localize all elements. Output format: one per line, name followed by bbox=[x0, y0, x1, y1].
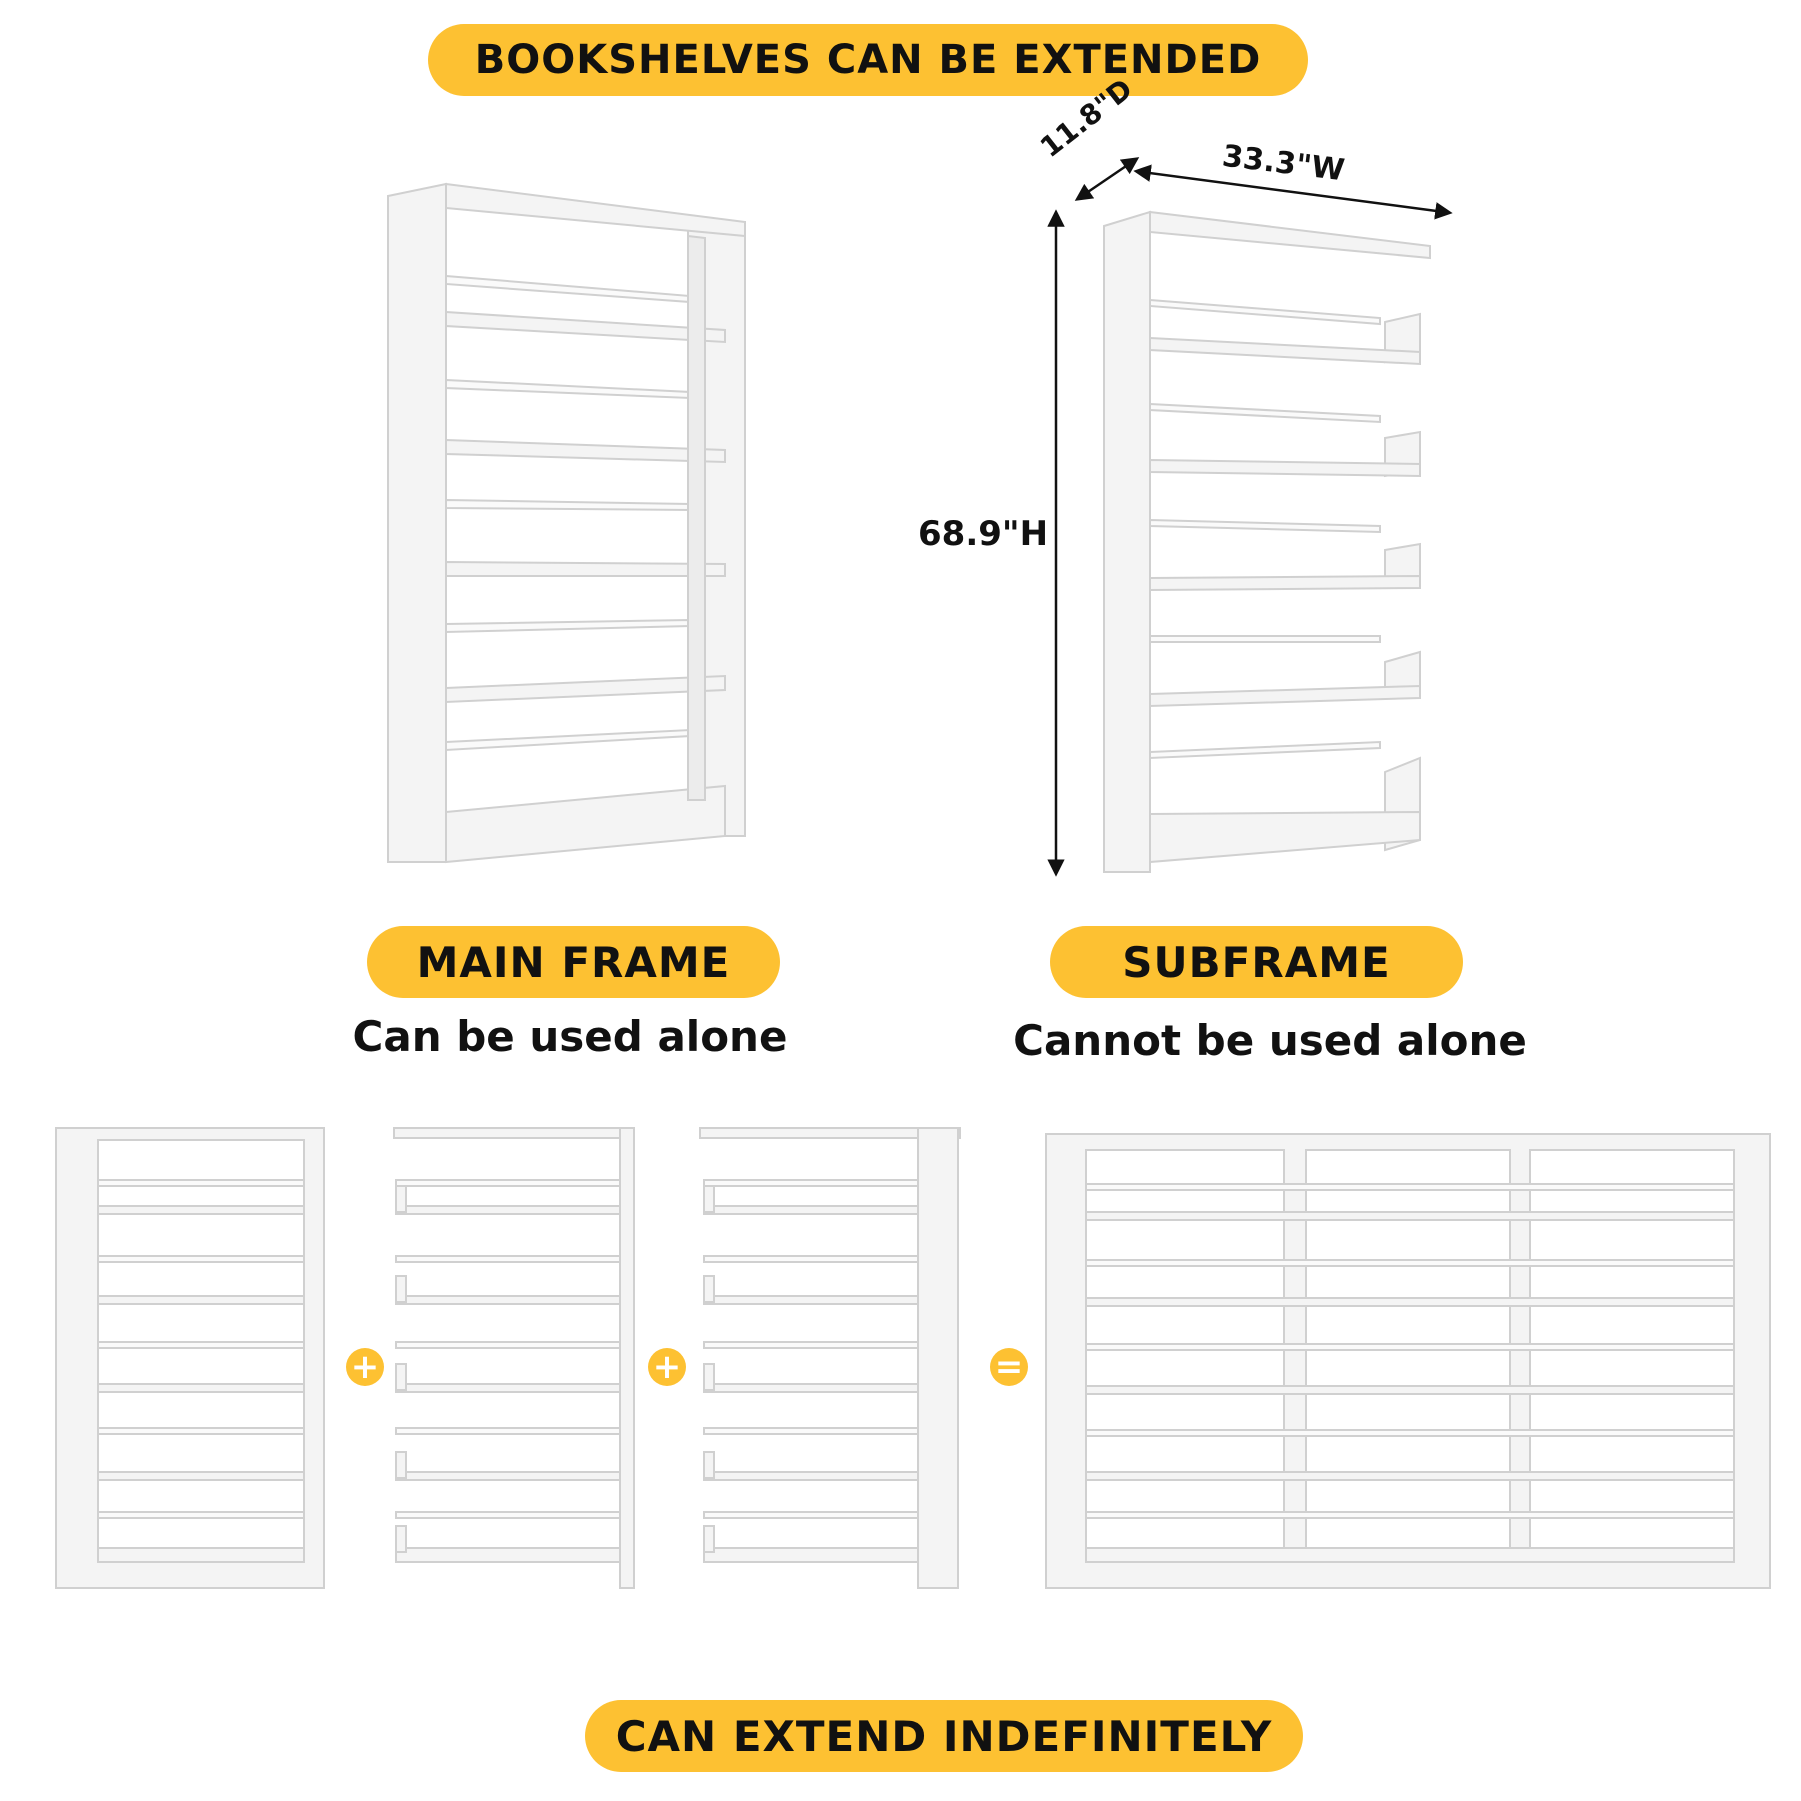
subframe-unit-2 bbox=[699, 1127, 961, 1589]
main-frame-label: MAIN FRAME bbox=[367, 926, 780, 998]
main-frame-illustration bbox=[387, 182, 746, 864]
main-frame-label-text: MAIN FRAME bbox=[416, 937, 731, 987]
subframe-illustration bbox=[1103, 210, 1431, 873]
dimension-arrow-icon bbox=[1047, 157, 1453, 877]
equals-icon: = bbox=[990, 1348, 1028, 1386]
main-frame-caption: Can be used alone bbox=[352, 1012, 788, 1061]
subframe-unit-1 bbox=[393, 1127, 635, 1589]
plus-icon: + bbox=[648, 1348, 686, 1386]
subframe-label: SUBFRAME bbox=[1050, 926, 1463, 998]
combined-bookshelf bbox=[1045, 1133, 1771, 1589]
plus-icon: + bbox=[346, 1348, 384, 1386]
footer-banner: CAN EXTEND INDEFINITELY bbox=[585, 1700, 1303, 1772]
main-frame-unit bbox=[55, 1127, 325, 1589]
title-banner: BOOKSHELVES CAN BE EXTENDED bbox=[428, 24, 1308, 96]
subframe-caption: Cannot be used alone bbox=[1013, 1016, 1527, 1065]
footer-text: CAN EXTEND INDEFINITELY bbox=[615, 1711, 1273, 1761]
height-dimension: 68.9"H bbox=[918, 514, 1049, 554]
subframe-label-text: SUBFRAME bbox=[1122, 937, 1391, 987]
title-text: BOOKSHELVES CAN BE EXTENDED bbox=[474, 37, 1262, 83]
